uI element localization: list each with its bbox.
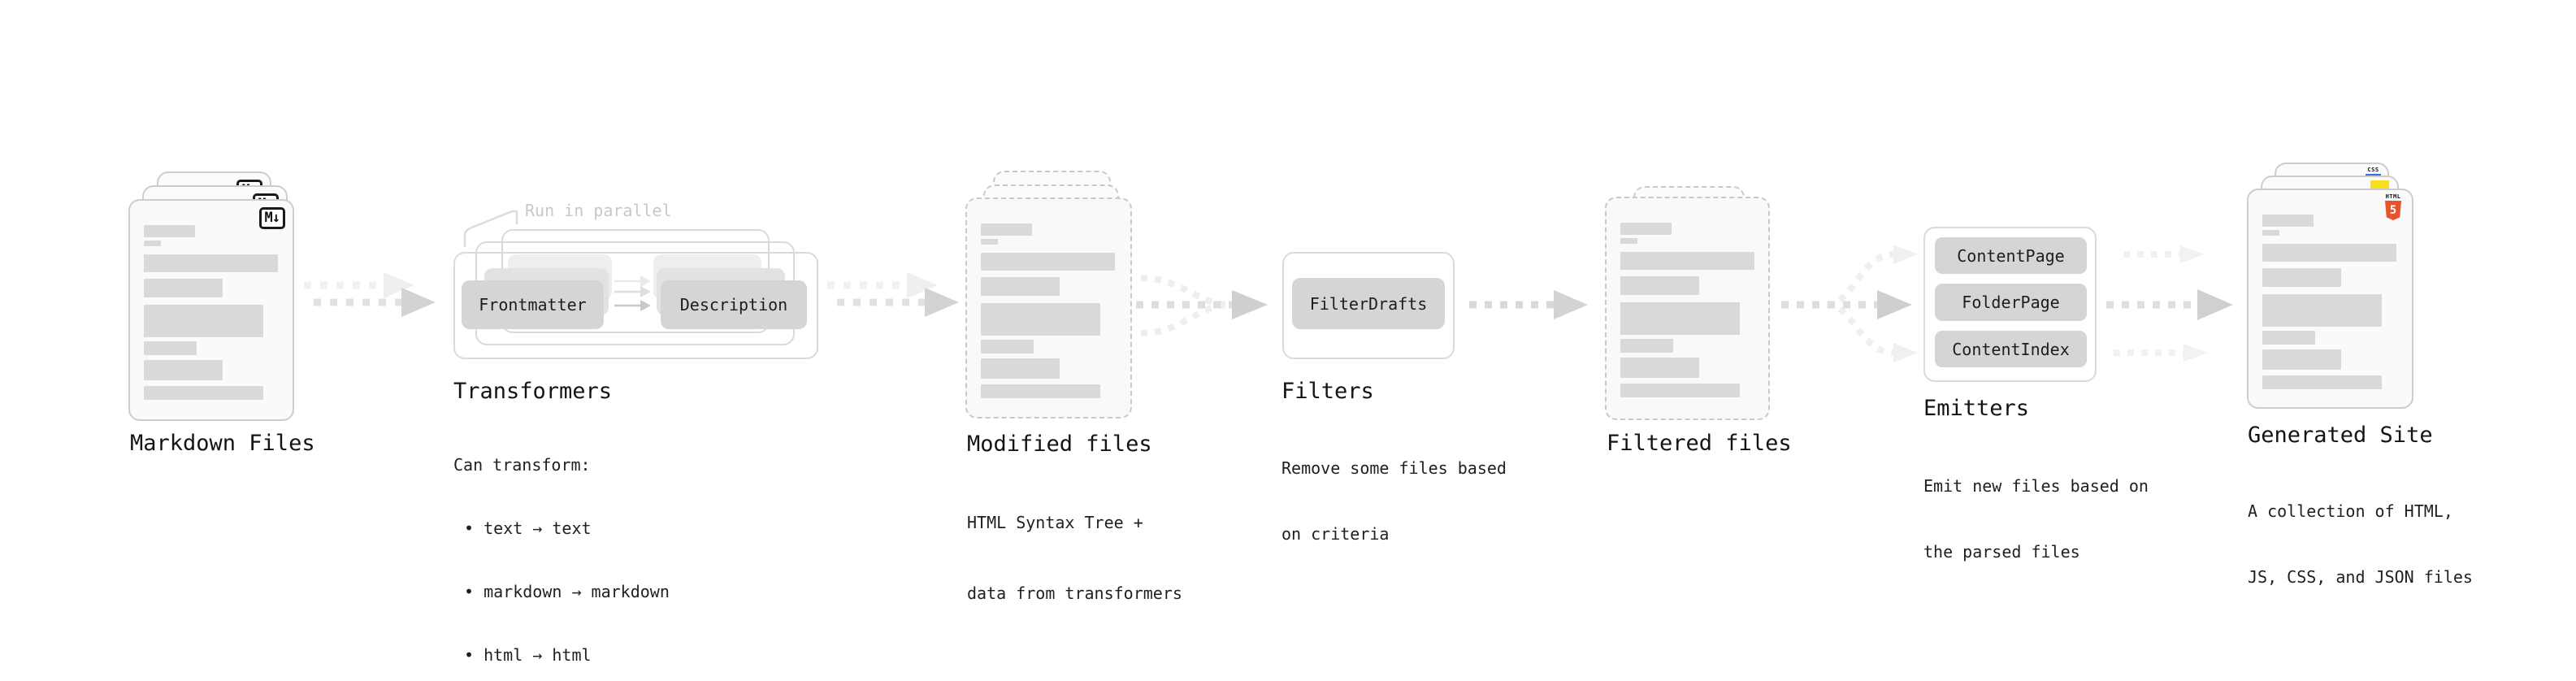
placeholder-bar — [2262, 244, 2396, 262]
placeholder-bar — [1620, 384, 1740, 397]
callout-line — [463, 210, 518, 247]
generated-file-card-front: HTML 5 — [2247, 189, 2413, 409]
flow-arrow-modified-to-filters — [1136, 275, 1268, 336]
caption-line: Can transform: — [453, 455, 591, 475]
placeholder-bar — [1620, 302, 1740, 335]
placeholder-bar — [144, 305, 263, 337]
modified-files-stack — [965, 171, 1132, 419]
placeholder-bar — [981, 253, 1115, 271]
placeholder-bar — [981, 239, 998, 245]
caption-line: the parsed files — [1923, 542, 2080, 562]
placeholder-bar — [2262, 349, 2341, 370]
flow-arrow-filtered-to-emitters — [1781, 245, 1918, 362]
parallel-arrow-front — [614, 300, 651, 311]
parallel-arrow-back — [614, 275, 651, 287]
caption-line: • markdown → markdown — [464, 582, 670, 601]
placeholder-bar — [981, 223, 1032, 236]
placeholder-bar — [1620, 252, 1754, 270]
generated-site-stack: CSS HTML 5 — [2247, 163, 2413, 409]
emitter-pill-folderpage: FolderPage — [1935, 284, 2087, 321]
placeholder-bar — [2262, 215, 2314, 227]
transformers-caption: Can transform: • text → text • markdown … — [453, 412, 670, 681]
transformer-pill-description: Description — [661, 280, 807, 329]
placeholder-bar — [144, 341, 197, 355]
placeholder-bar — [1620, 223, 1672, 235]
caption-line: • text → text — [464, 518, 592, 538]
placeholder-bar — [144, 241, 161, 246]
flow-arrow-markdown-to-transformers — [304, 272, 436, 317]
placeholder-bar — [2262, 375, 2382, 389]
placeholder-bar — [1620, 276, 1699, 295]
modified-file-card-front — [965, 197, 1132, 419]
filters-caption: Remove some files based on criteria — [1281, 414, 1507, 589]
placeholder-bar — [144, 254, 278, 272]
markdown-files-stack: M↓ M↓ M↓ — [128, 171, 294, 421]
caption-line: HTML Syntax Tree + — [967, 513, 1143, 532]
caption-line: Emit new files based on — [1923, 476, 2149, 496]
placeholder-bar — [2262, 294, 2382, 327]
generated-site-caption: A collection of HTML, JS, CSS, and JSON … — [2248, 457, 2473, 632]
js-badge — [2370, 180, 2389, 189]
modified-files-caption: HTML Syntax Tree + data from transformer… — [967, 464, 1182, 653]
flow-arrow-transformers-to-modified — [827, 272, 959, 317]
flow-arrow-emitters-to-generated — [2106, 245, 2233, 362]
placeholder-bar — [2262, 268, 2341, 287]
filter-pill-filterdrafts: FilterDrafts — [1292, 278, 1445, 329]
generated-site-title: Generated Site — [2248, 423, 2433, 448]
placeholder-bar — [144, 279, 223, 297]
markdown-files-title: Markdown Files — [130, 431, 315, 456]
placeholder-bar — [981, 358, 1060, 379]
placeholder-bar — [981, 277, 1060, 296]
placeholder-bar — [144, 360, 223, 380]
emitters-caption: Emit new files based on the parsed files — [1923, 432, 2149, 607]
placeholder-bar — [2262, 230, 2279, 236]
emitter-pill-contentpage: ContentPage — [1935, 237, 2087, 274]
html5-shield: 5 — [2385, 201, 2401, 220]
caption-line: Remove some files based — [1281, 458, 1507, 478]
emitters-title: Emitters — [1923, 396, 2030, 421]
placeholder-bar — [981, 384, 1100, 398]
parallel-arrow-middle — [614, 286, 651, 297]
placeholder-bar — [1620, 339, 1673, 353]
caption-line: A collection of HTML, — [2248, 501, 2453, 521]
caption-line: data from transformers — [967, 583, 1182, 603]
flow-arrow-filters-to-filtered — [1469, 290, 1588, 319]
filtered-files-title: Filtered files — [1607, 431, 1792, 456]
placeholder-bar — [981, 340, 1034, 354]
html5-icon: HTML 5 — [2384, 193, 2402, 220]
placeholder-bar — [1620, 358, 1699, 378]
transformers-box — [453, 252, 818, 359]
filters-title: Filters — [1281, 379, 1374, 404]
transformers-title: Transformers — [453, 379, 613, 404]
emitter-pill-contentindex: ContentIndex — [1935, 331, 2087, 367]
placeholder-bar — [1620, 238, 1637, 244]
placeholder-bar — [2262, 331, 2315, 345]
filtered-file-card-front — [1605, 197, 1770, 420]
markdown-icon: M↓ — [258, 207, 285, 229]
caption-line: on criteria — [1281, 524, 1390, 544]
modified-files-title: Modified files — [967, 432, 1152, 457]
placeholder-bar — [144, 386, 263, 400]
placeholder-bar — [144, 225, 195, 237]
filtered-files-stack — [1605, 186, 1770, 420]
markdown-file-card-front: M↓ — [128, 199, 294, 421]
caption-line: • html → html — [464, 645, 592, 665]
caption-line: JS, CSS, and JSON files — [2248, 567, 2473, 587]
placeholder-bar — [981, 303, 1100, 336]
transformer-pill-frontmatter: Frontmatter — [462, 280, 604, 329]
run-in-parallel-label: Run in parallel — [525, 201, 672, 220]
